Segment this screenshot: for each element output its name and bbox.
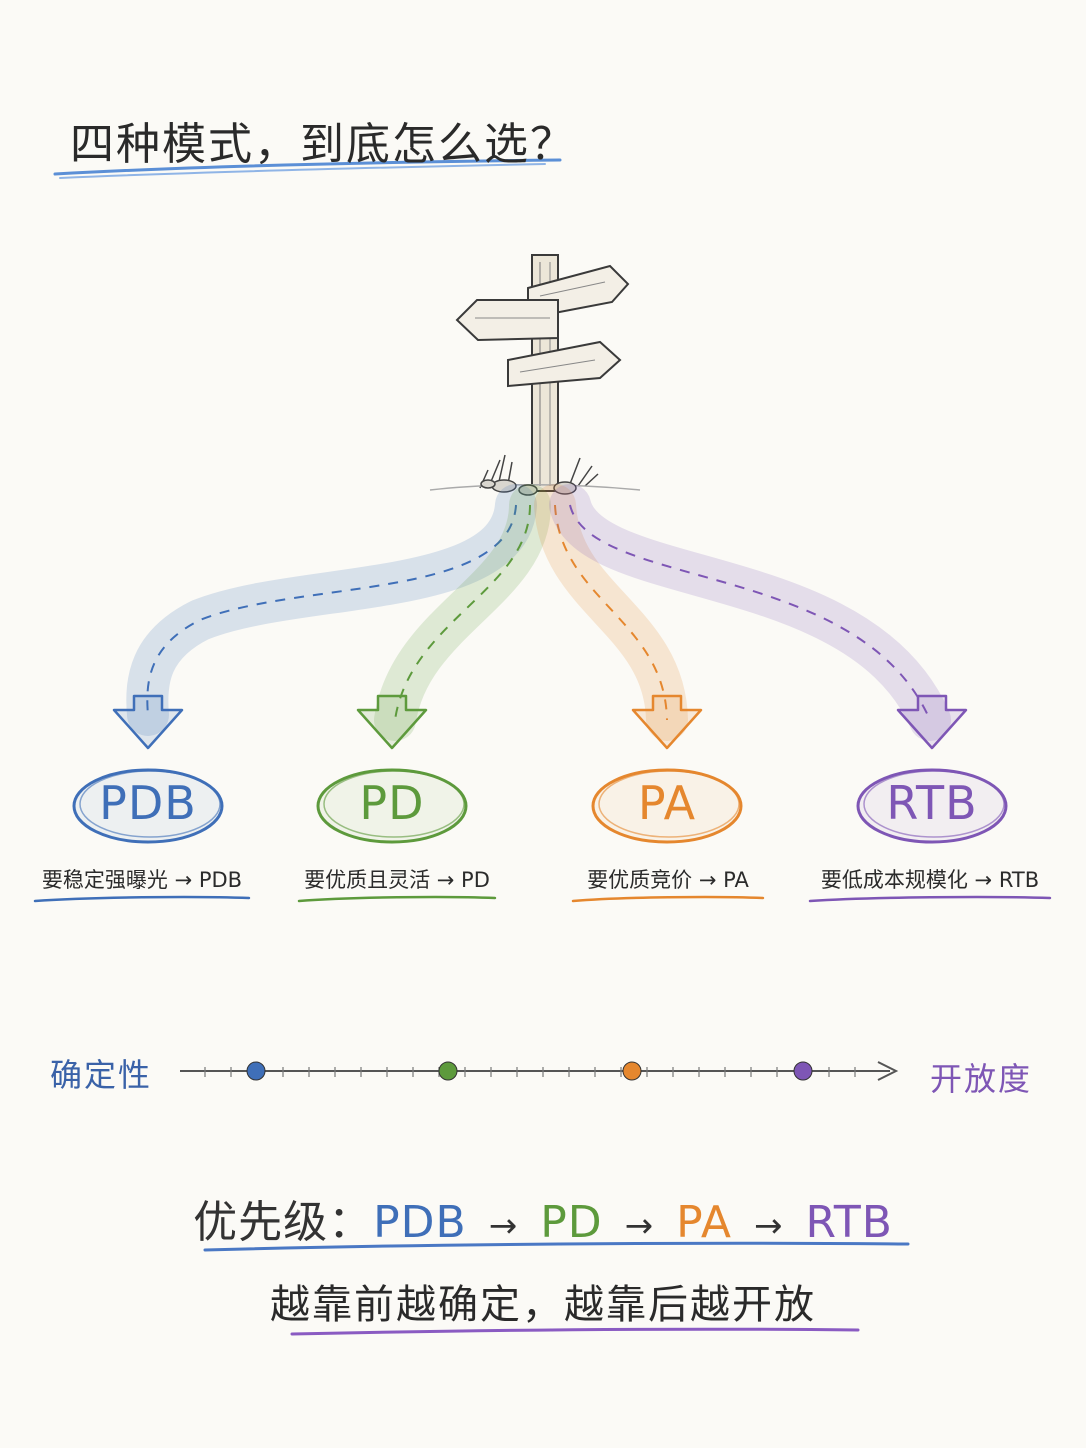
- axis-markers: [246, 1061, 813, 1081]
- arrowhead-pd: [356, 694, 428, 750]
- axis-marker-pdb: [246, 1061, 266, 1081]
- summary-underline: [290, 1327, 860, 1336]
- pick-rtb: 要低成本规模化 → RTB: [820, 868, 1040, 892]
- pick-pa: 要优质竞价 → PA: [587, 868, 749, 892]
- page-title: 四种模式，到底怎么选？: [70, 119, 576, 170]
- badge-ring-pdb: [72, 768, 224, 844]
- priority-item-rtb: RTB: [805, 1197, 893, 1248]
- badge-ring-pd: [316, 768, 468, 844]
- arrowhead-pdb: [112, 694, 184, 750]
- badge-pd: PD: [359, 776, 425, 830]
- pick-pdb: 要稳定强曝光 → PDB: [41, 868, 243, 892]
- priority-underline: [203, 1241, 910, 1252]
- mode-badges: [72, 768, 1008, 844]
- pick-underline-rtb: [808, 895, 1052, 903]
- axis-arrowhead: [877, 1061, 899, 1081]
- priority-arrow: →: [624, 1206, 655, 1246]
- priority-line: 优先级：PDB → PD → PA → RTB: [0, 1186, 1086, 1250]
- badge-ring-rtb: [856, 768, 1008, 844]
- pick-pd: 要优质且灵活 → PD: [304, 868, 490, 892]
- badge-pa: PA: [637, 776, 697, 830]
- flow-pd: [356, 484, 551, 750]
- pick-underline-pdb: [33, 895, 251, 903]
- priority-arrow: →: [753, 1206, 784, 1246]
- summary-text: 越靠前越确定，越靠后越开放: [270, 1282, 816, 1328]
- axis-label-openness: 开放度: [930, 1060, 1033, 1098]
- badge-rtb: RTB: [886, 776, 978, 830]
- certainty-openness-axis: [180, 1061, 899, 1081]
- priority-item-pa: PA: [676, 1197, 732, 1248]
- priority-prefix: 优先级：: [193, 1197, 374, 1248]
- arrowhead-pa: [631, 694, 703, 750]
- flow-pdb: [112, 484, 537, 750]
- badge-pdb: PDB: [99, 776, 197, 830]
- axis-marker-rtb: [793, 1061, 813, 1081]
- pick-underline-pd: [297, 895, 497, 903]
- title-underline-2: [59, 163, 546, 179]
- priority-item-pdb: PDB: [373, 1197, 467, 1248]
- axis-label-certainty: 确定性: [50, 1056, 153, 1094]
- grass-icon: [429, 454, 641, 491]
- stones-icon: [480, 479, 577, 496]
- badge-ring-pa: [591, 768, 743, 844]
- priority-arrow: →: [488, 1206, 519, 1246]
- flow-rtb: [549, 484, 968, 750]
- priority-item-pd: PD: [540, 1197, 603, 1248]
- signpost-icon: [455, 254, 630, 492]
- arrowhead-rtb: [896, 694, 968, 750]
- mode-flows: [112, 484, 968, 750]
- pick-underlines: [33, 895, 1052, 903]
- pick-underline-pa: [571, 895, 765, 903]
- axis-marker-pd: [438, 1061, 458, 1081]
- axis-marker-pa: [622, 1061, 642, 1081]
- title-underline: [53, 158, 562, 176]
- flow-pa: [534, 484, 703, 750]
